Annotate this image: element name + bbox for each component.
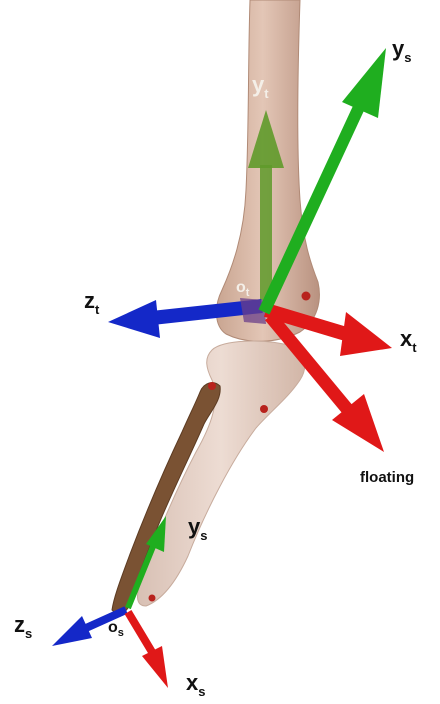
label-floating: floating xyxy=(360,469,414,486)
svg-text:xt: xt xyxy=(400,326,417,355)
svg-text:os: os xyxy=(108,619,124,639)
svg-text:ys: ys xyxy=(392,36,411,65)
label-xs: xs xyxy=(186,670,205,699)
svg-text:floating: floating xyxy=(360,469,414,486)
label-zs: zs xyxy=(14,612,32,641)
svg-text:zt: zt xyxy=(84,288,100,317)
shank-x-axis-arrow xyxy=(128,612,168,688)
landmark-dot xyxy=(260,405,268,413)
landmark-dot xyxy=(302,292,311,301)
svg-text:xs: xs xyxy=(186,670,205,699)
label-os: os xyxy=(108,619,124,639)
landmark-dot xyxy=(208,382,216,390)
svg-text:zs: zs xyxy=(14,612,32,641)
label-xt: xt xyxy=(400,326,417,355)
label-zt: zt xyxy=(84,288,100,317)
landmark-dot xyxy=(149,595,156,602)
label-ys-top: ys xyxy=(392,36,411,65)
